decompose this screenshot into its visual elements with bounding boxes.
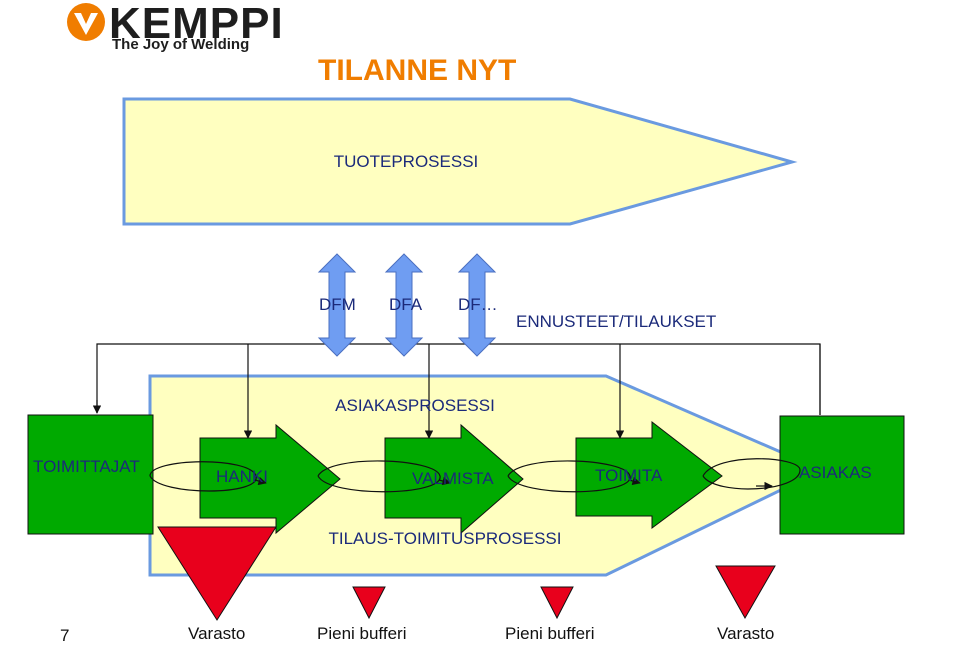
small-buffer-triangle — [540, 586, 574, 620]
small-buffer-triangle — [352, 586, 386, 620]
forecast-label: ENNUSTEET/TILAUKSET — [516, 312, 716, 331]
product-process-label: TUOTEPROSESSI — [334, 152, 479, 171]
customer-process-label: ASIAKASPROSESSI — [335, 396, 495, 415]
forecast-lines — [92, 343, 821, 439]
kemppi-emblem-icon — [67, 3, 105, 41]
df-label: DF… — [458, 295, 498, 314]
flow-connectors — [149, 458, 801, 493]
suppliers-box — [27, 414, 154, 535]
step-hanki-arrow — [199, 423, 341, 535]
logo-name: KEMPPI — [109, 0, 284, 48]
inventory-label: Pieni bufferi — [505, 624, 594, 643]
page-number: 7 — [60, 626, 69, 645]
dfm-label: DFM — [319, 295, 356, 314]
df-double-arrow-icon — [457, 253, 497, 357]
large-stock-triangle — [157, 526, 277, 621]
slide-title: TILANNE NYT — [318, 54, 516, 87]
product-process-arrow — [122, 97, 798, 226]
step-valmista-arrow — [384, 423, 524, 535]
dfa-label: DFA — [389, 295, 423, 314]
suppliers-label: TOIMITTAJAT — [33, 457, 140, 476]
inventory-label: Varasto — [188, 624, 245, 643]
inventory-label: Pieni bufferi — [317, 624, 406, 643]
dfm-double-arrow-icon — [317, 253, 357, 357]
dfa-double-arrow-icon — [384, 253, 424, 357]
step-toimita-arrow — [575, 420, 723, 529]
customer-box — [779, 415, 905, 535]
delivery-process-label: TILAUS-TOIMITUSPROSESSI — [328, 529, 561, 548]
step-hanki-label: HANKI — [216, 467, 268, 486]
customer-stock-triangle — [715, 565, 776, 620]
inventory-label: Varasto — [717, 624, 774, 643]
step-toimita-label: TOIMITA — [595, 466, 663, 485]
kemppi-logo: KEMPPI The Joy of Welding — [67, 0, 284, 53]
step-valmista-label: VALMISTA — [412, 469, 494, 488]
logo-tagline: The Joy of Welding — [112, 36, 249, 53]
customer-label: ASIAKAS — [799, 463, 872, 482]
